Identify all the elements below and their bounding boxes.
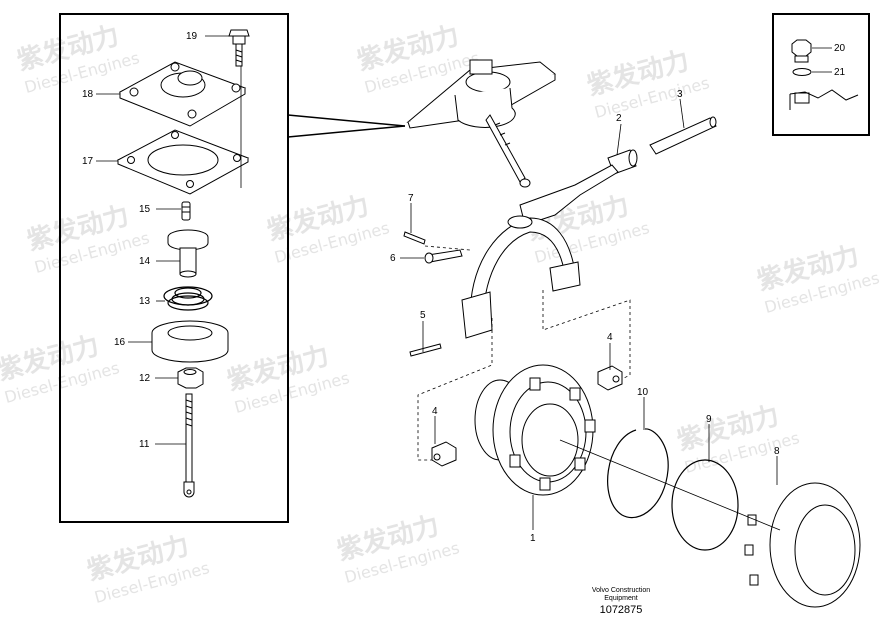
label-18: 18 [82, 89, 94, 100]
right-callouts [400, 98, 778, 530]
label-7: 7 [408, 193, 414, 204]
part-19-bolt [228, 29, 250, 67]
left-labels: 19 18 17 15 14 13 16 12 11 [82, 31, 198, 450]
part-1-gear [474, 364, 596, 496]
label-1: 1 [530, 533, 536, 544]
label-13: 13 [139, 296, 151, 307]
label-8: 8 [774, 446, 780, 457]
assembly-dashed-guides [417, 245, 631, 461]
part-11-rod [183, 393, 195, 498]
detail-callout-pointer [287, 114, 406, 138]
part-4-pad-right [597, 365, 623, 391]
part-21-washer [792, 68, 812, 76]
part-4-pad-left [431, 441, 457, 467]
label-6: 6 [390, 253, 396, 264]
label-11: 11 [139, 439, 150, 450]
part-7-screw [403, 231, 426, 245]
label-20: 20 [834, 43, 846, 54]
label-3: 3 [677, 89, 683, 100]
label-2: 2 [616, 113, 622, 124]
part-13-spring [163, 286, 213, 311]
part-14-piston [167, 229, 209, 278]
part-10-snap-ring [607, 428, 669, 519]
right-labels: 2 3 7 6 5 4 4 10 9 8 1 [390, 89, 780, 544]
detail-frame-top-right [772, 13, 870, 136]
label-9: 9 [706, 414, 712, 425]
centre-axis-line [559, 439, 781, 531]
part-15-pin [181, 201, 191, 221]
label-19: 19 [186, 31, 198, 42]
label-10: 10 [637, 387, 649, 398]
caption-company: Volvo Construction [592, 587, 650, 594]
part-17-diaphragm [116, 129, 250, 195]
part-16-housing [151, 320, 229, 363]
part-6-bolt [424, 249, 463, 264]
part-20-plug [791, 39, 812, 63]
label-4-left: 4 [432, 406, 438, 417]
housing-fragment [789, 89, 859, 110]
label-12: 12 [139, 373, 151, 384]
caption-drawing-number: 1072875 [600, 604, 643, 616]
part-9-ring [671, 459, 739, 551]
label-5: 5 [420, 310, 426, 321]
left-callouts [96, 35, 229, 445]
actuator-assembly [406, 59, 556, 188]
shift-fork [461, 215, 581, 339]
label-14: 14 [139, 256, 151, 267]
drawing-caption: Volvo Construction Equipment 1072875 [592, 587, 650, 616]
label-21: 21 [834, 67, 846, 78]
label-16: 16 [114, 337, 126, 348]
top-right-callouts [812, 47, 832, 73]
detail-frame-left [59, 13, 289, 523]
part-8-sleeve [744, 482, 861, 608]
label-15: 15 [139, 204, 151, 215]
label-17: 17 [82, 156, 94, 167]
part-18-cover [118, 61, 247, 127]
label-4-right: 4 [607, 332, 613, 343]
part-5-pin [409, 343, 442, 357]
part-12-nut [177, 367, 204, 389]
part-3-shaft [649, 116, 717, 155]
caption-equipment: Equipment [604, 595, 638, 602]
